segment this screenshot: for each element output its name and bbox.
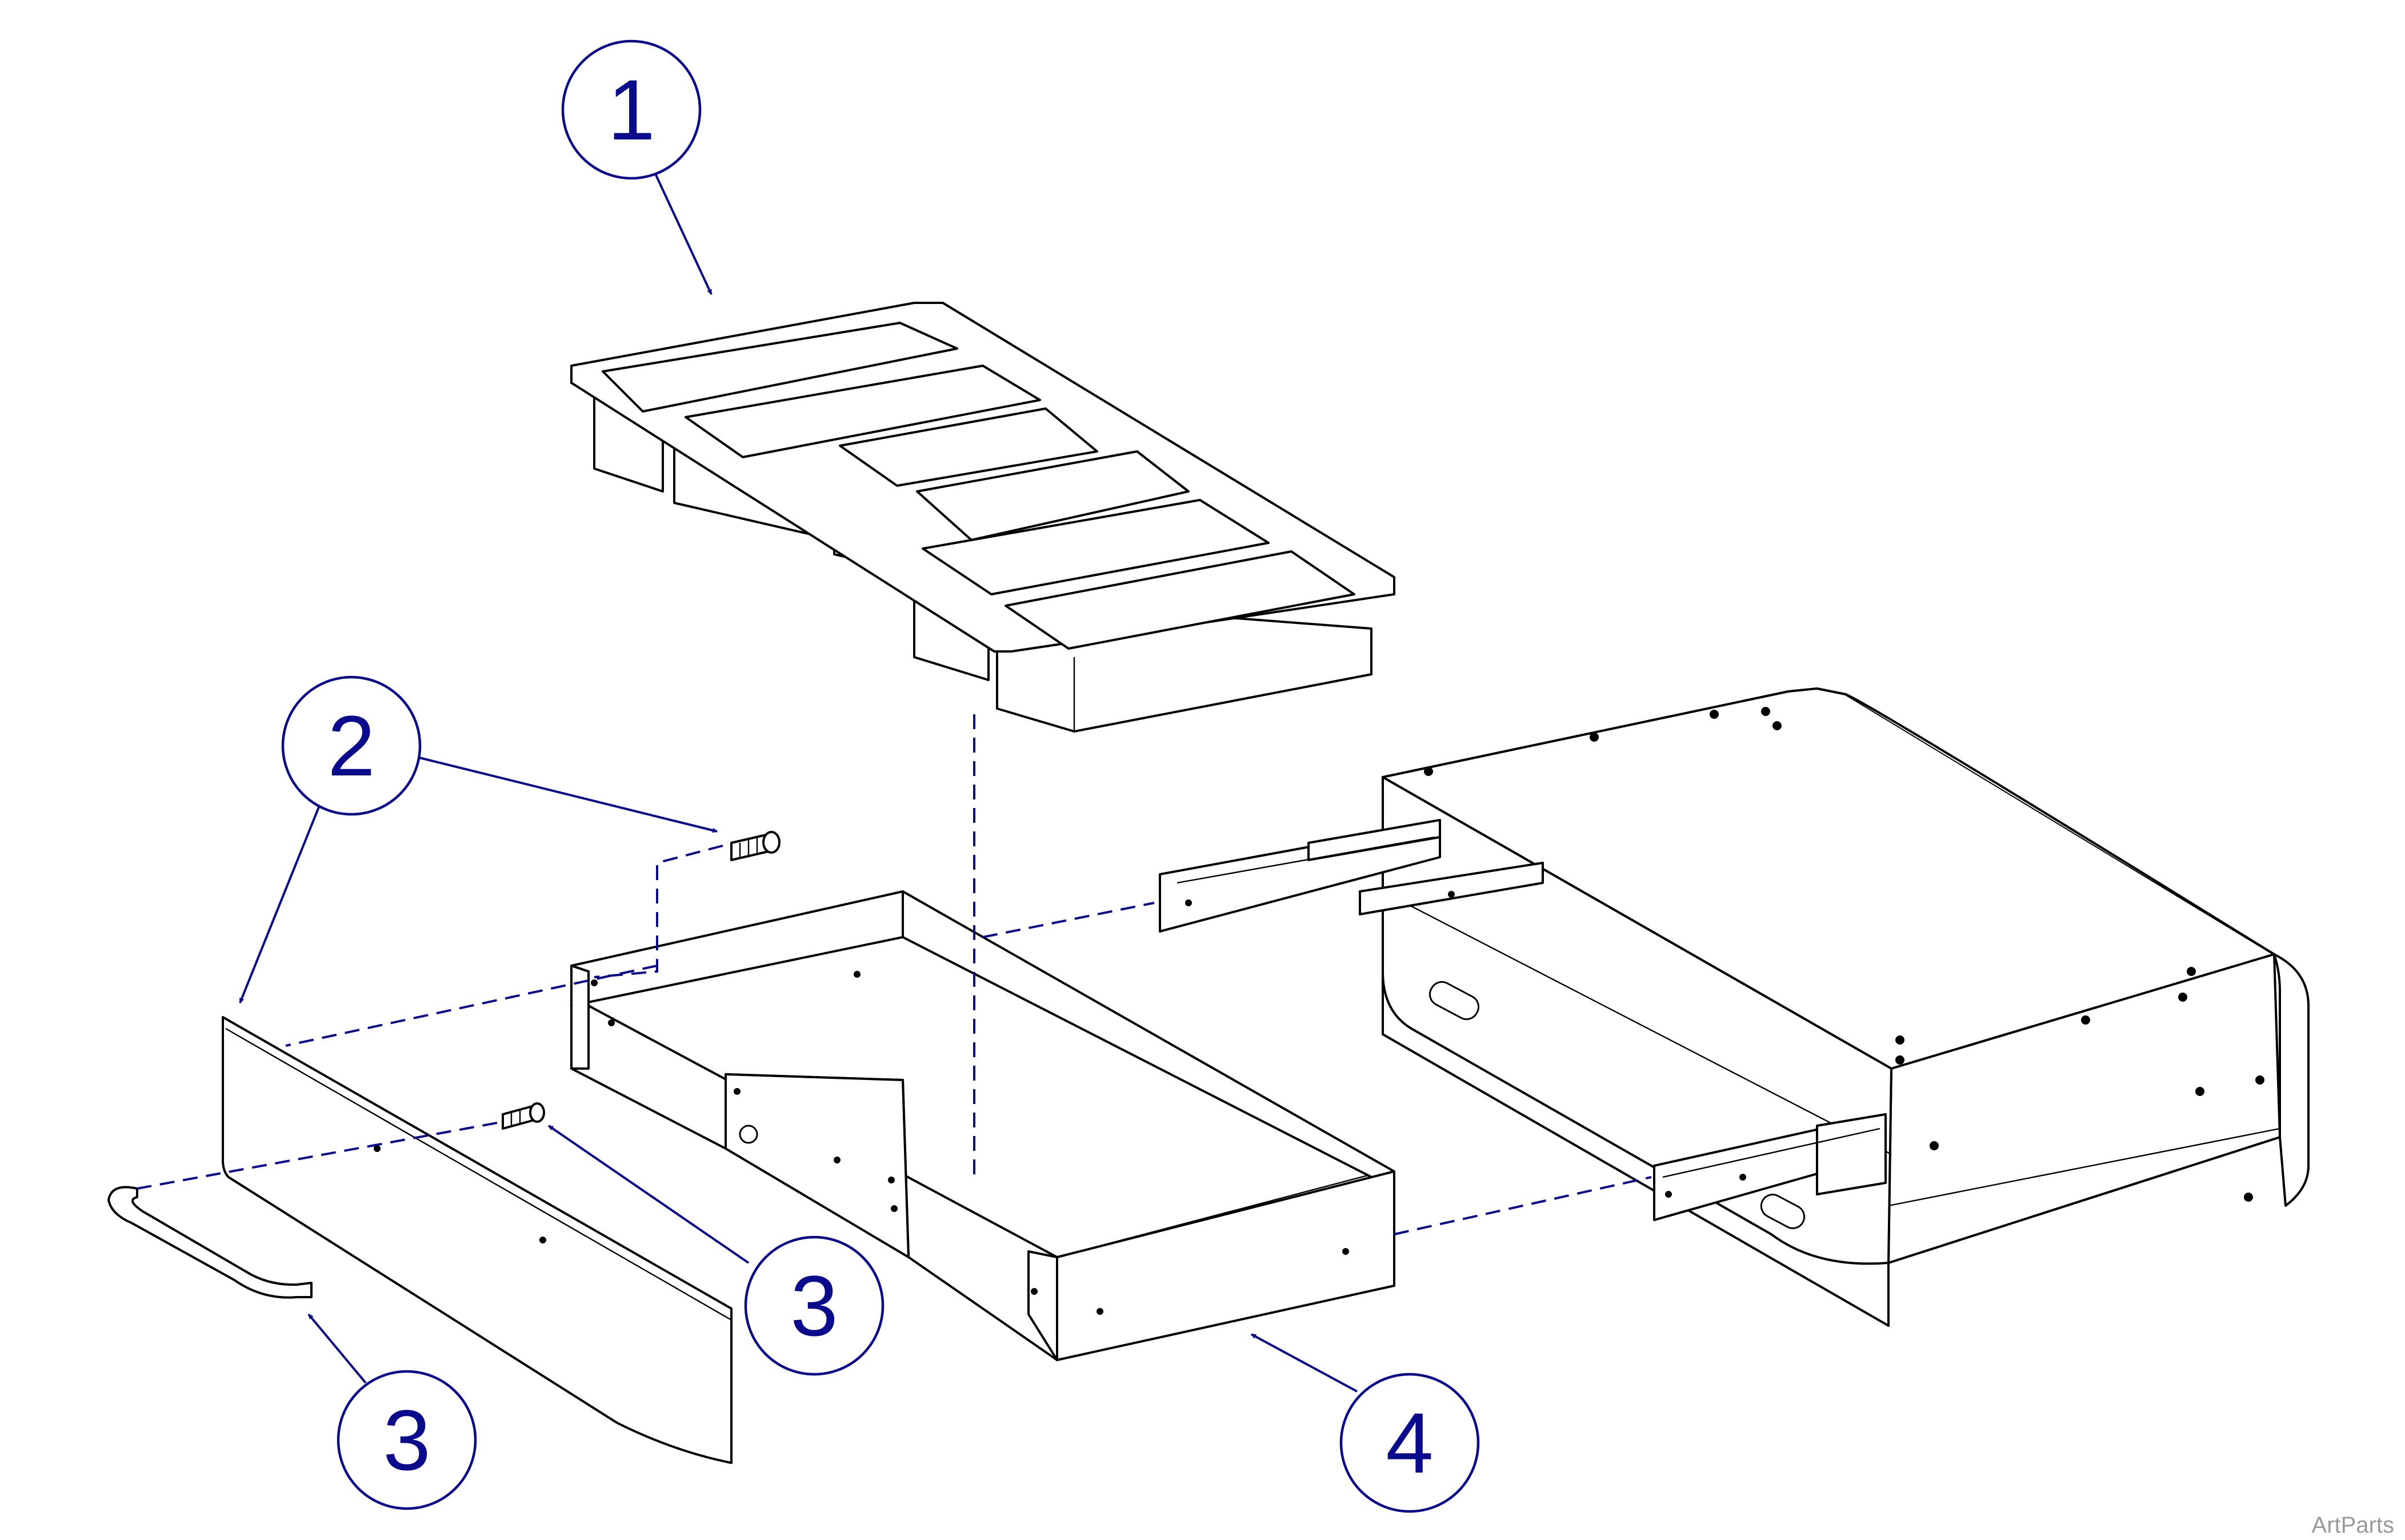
alignment-lines (137, 714, 1652, 1235)
screw-lower (502, 1102, 545, 1130)
drawer-slide-upper (1159, 819, 1544, 933)
callout-balloon-3-handle: 3 (337, 1370, 477, 1510)
callout-balloon-1: 1 (561, 39, 702, 180)
balloon-4-number: 4 (1386, 1395, 1433, 1491)
callout-balloon-2: 2 (281, 675, 422, 816)
balloon-2-number: 2 (327, 698, 375, 794)
watermark-text: ArtParts (2312, 1513, 2394, 1538)
screw-upper (730, 831, 781, 861)
callout-balloon-4: 4 (1339, 1373, 1480, 1513)
callout-leaders (239, 171, 1358, 1393)
balloon-1-number: 1 (607, 62, 655, 158)
handle-rod (107, 1186, 313, 1299)
callout-balloon-3-screw: 3 (744, 1235, 885, 1376)
cabinet-housing (1382, 687, 2310, 1327)
drawer-insert-tray (570, 302, 1395, 733)
front-panel (222, 1016, 733, 1464)
drawer-box (569, 890, 1395, 1361)
drawer-slide-lower (1653, 1113, 1887, 1221)
balloon-3b-number: 3 (383, 1392, 430, 1488)
balloon-3a-number: 3 (790, 1258, 838, 1354)
